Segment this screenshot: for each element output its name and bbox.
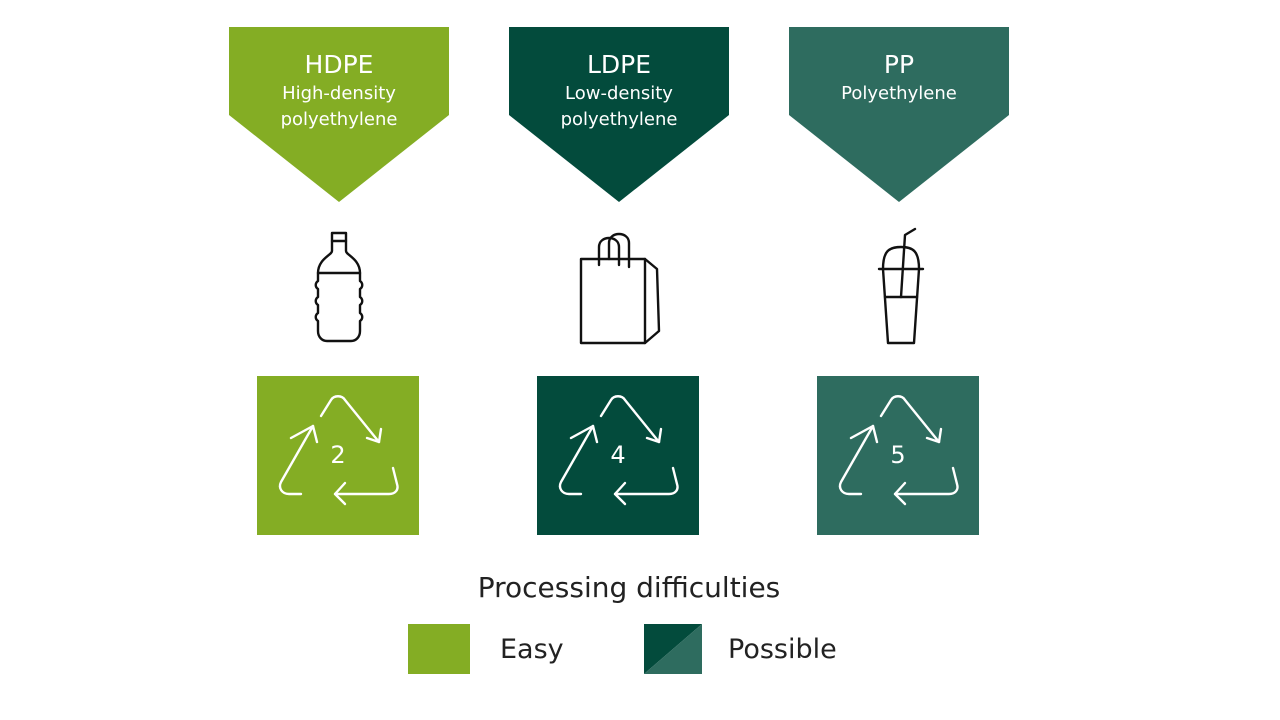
recycle-code-badge: 5 (817, 376, 979, 535)
plastic-column-pp: PP Polyethylene 5 (789, 0, 1009, 540)
cup-with-straw-icon (839, 225, 959, 350)
banner-shape (509, 27, 729, 202)
recycle-number: 2 (330, 441, 346, 469)
recycle-code-badge: 2 (257, 376, 419, 535)
plastic-name: Polyethylene (841, 83, 957, 104)
banner-shape (229, 27, 449, 202)
legend-label-possible: Possible (728, 634, 837, 665)
plastic-code: PP (883, 50, 915, 79)
plastic-banner: HDPE High-density polyethylene (229, 27, 449, 202)
plastic-column-hdpe: HDPE High-density polyethylene 2 (229, 0, 449, 540)
plastic-code: HDPE (304, 50, 374, 79)
plastic-name: Low-density polyethylene (560, 83, 678, 130)
recycle-arrows-icon (558, 395, 679, 506)
plastic-name: High-density polyethylene (280, 83, 398, 130)
legend-label-easy: Easy (500, 634, 564, 665)
recycle-code-badge: 4 (537, 376, 699, 535)
plastic-column-ldpe: LDPE Low-density polyethylene 4 (509, 0, 729, 540)
plastic-banner: PP Polyethylene (789, 27, 1009, 202)
plastic-code: LDPE (586, 50, 652, 79)
recycle-number: 5 (890, 441, 906, 469)
shopping-bag-icon (559, 225, 679, 350)
plastic-banner: LDPE Low-density polyethylene (509, 27, 729, 202)
legend-swatch-possible (644, 624, 702, 674)
recycle-arrows-icon (278, 395, 399, 506)
recycle-number: 4 (610, 441, 626, 469)
bottle-icon (279, 225, 399, 350)
legend-swatch-easy (408, 624, 470, 674)
banner-shape (789, 27, 1009, 202)
legend-title: Processing difficulties (477, 571, 781, 604)
recycle-arrows-icon (838, 395, 959, 506)
